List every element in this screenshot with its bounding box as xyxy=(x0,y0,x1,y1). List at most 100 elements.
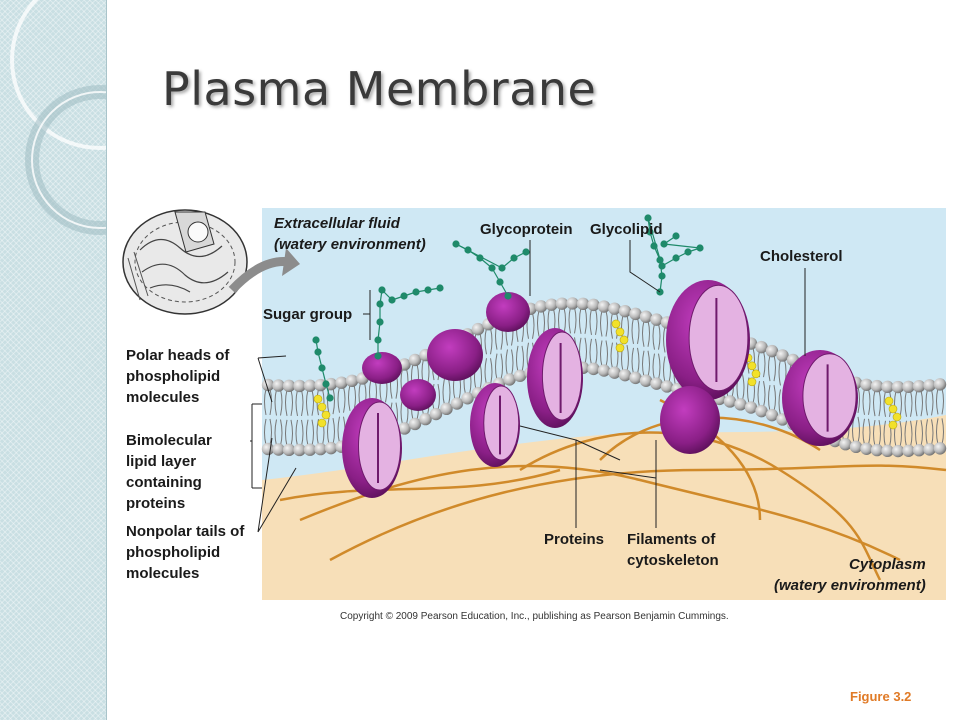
copyright-notice: Copyright © 2009 Pearson Education, Inc.… xyxy=(340,611,729,622)
phospholipid-head xyxy=(576,297,590,311)
phospholipid-head xyxy=(902,380,915,393)
phospholipid-head xyxy=(755,340,768,354)
sugar-unit xyxy=(374,352,382,360)
phospholipid-head xyxy=(923,379,936,392)
sugar-unit xyxy=(658,262,666,270)
lipid-tail xyxy=(327,418,335,445)
lipid-tail xyxy=(264,418,272,446)
sugar-unit xyxy=(646,228,654,236)
sugar-unit xyxy=(684,248,692,256)
sugar-unit xyxy=(510,254,518,262)
phospholipid-head xyxy=(902,444,915,457)
phospholipid-head xyxy=(639,310,653,323)
cytoskeleton-filaments xyxy=(279,398,947,581)
cholesterol-ring xyxy=(321,410,331,420)
phospholipid-head xyxy=(282,379,296,393)
sugar-unit xyxy=(376,300,384,308)
integral-protein-face xyxy=(802,353,857,439)
phospholipid-head xyxy=(450,397,464,410)
phospholipid-head xyxy=(282,443,296,457)
lipid-tail xyxy=(768,385,776,412)
phospholipid-head xyxy=(597,364,611,377)
lipid-tail xyxy=(768,354,776,382)
phospholipid-head xyxy=(314,442,327,456)
lipid-tail xyxy=(642,350,650,377)
phospholipid-head xyxy=(618,304,632,318)
sugar-chains xyxy=(312,214,704,402)
lipid-tail xyxy=(600,340,608,367)
cholesterol-ring xyxy=(747,361,757,371)
phospholipid-head xyxy=(765,344,779,358)
lipid-tail xyxy=(862,388,871,415)
lipid-tail xyxy=(484,358,493,385)
sugar-unit xyxy=(388,296,396,304)
phospholipid-head xyxy=(881,380,894,394)
phospholipid-head xyxy=(870,379,884,393)
lipid-tail xyxy=(925,389,934,416)
phospholipid-head xyxy=(860,378,873,391)
lipid-tail xyxy=(484,328,493,355)
peripheral-protein xyxy=(660,386,720,454)
sugar-unit xyxy=(672,254,680,262)
zoom-arrow-head xyxy=(282,248,300,276)
glycoprotein-head xyxy=(486,292,530,332)
phospholipid-head xyxy=(849,440,863,454)
label-nonpolar-tails: Nonpolar tails of phospholipid molecules xyxy=(126,523,245,582)
phospholipid-head xyxy=(471,322,485,336)
lipid-tail xyxy=(631,317,640,344)
lipid-tail xyxy=(600,310,608,337)
phospholipid-head xyxy=(461,392,474,405)
lipid-tail xyxy=(589,338,598,366)
sugar-unit xyxy=(378,286,386,294)
sugar-unit xyxy=(504,292,512,300)
phospholipid-head xyxy=(723,395,737,408)
lipid-tail xyxy=(295,389,304,417)
cholesterol-ring xyxy=(615,327,625,337)
lipid-tail xyxy=(862,418,871,445)
lipid-tail xyxy=(589,308,598,335)
phospholipid-head xyxy=(608,366,621,379)
lipid-tail xyxy=(516,345,524,372)
cholesterol-ring xyxy=(884,396,894,406)
phospholipid-head xyxy=(881,444,894,458)
phospholipid-head xyxy=(639,374,653,387)
phospholipid-head xyxy=(261,378,275,392)
sugar-unit xyxy=(498,264,506,272)
cholesterol-ring xyxy=(317,402,327,412)
phospholipid-head xyxy=(545,298,558,311)
cytoskeleton-filament xyxy=(519,431,882,581)
cell-illustration xyxy=(122,209,248,315)
phospholipid-head xyxy=(335,376,348,389)
phospholipid-head xyxy=(303,379,317,392)
phospholipid-head xyxy=(345,374,359,388)
phospholipid-head xyxy=(923,443,936,456)
label-polar-heads: Polar heads of phospholipid molecules xyxy=(126,347,230,406)
sugar-unit xyxy=(656,256,664,264)
phospholipid-head xyxy=(272,379,285,392)
cholesterol-ring xyxy=(888,404,898,414)
sugar-unit xyxy=(496,278,504,286)
lipid-tail xyxy=(285,419,293,446)
label-filaments-of-cytoskeleton: Filaments of cytoskeleton xyxy=(627,531,719,569)
sugar-unit xyxy=(488,264,496,272)
lipid-tail xyxy=(642,320,650,347)
sugar-unit xyxy=(318,364,326,372)
lipid-tail xyxy=(274,419,283,446)
sugar-unit xyxy=(522,248,530,256)
lipid-tail xyxy=(631,347,640,375)
sugar-unit xyxy=(400,292,408,300)
lipid-tail xyxy=(936,388,944,415)
lipid-tail xyxy=(579,307,587,334)
sugar-unit xyxy=(660,240,668,248)
sugar-unit xyxy=(452,240,460,248)
sugar-unit xyxy=(672,232,680,240)
phospholipid-head xyxy=(272,443,285,456)
sugar-unit xyxy=(424,286,432,294)
phospholipid-head xyxy=(587,298,600,312)
phospholipid-head xyxy=(303,443,317,456)
lipid-tail xyxy=(652,353,661,380)
phospholipid-head xyxy=(566,297,579,310)
sugar-unit xyxy=(314,348,322,356)
phospholipid-head xyxy=(608,302,621,315)
